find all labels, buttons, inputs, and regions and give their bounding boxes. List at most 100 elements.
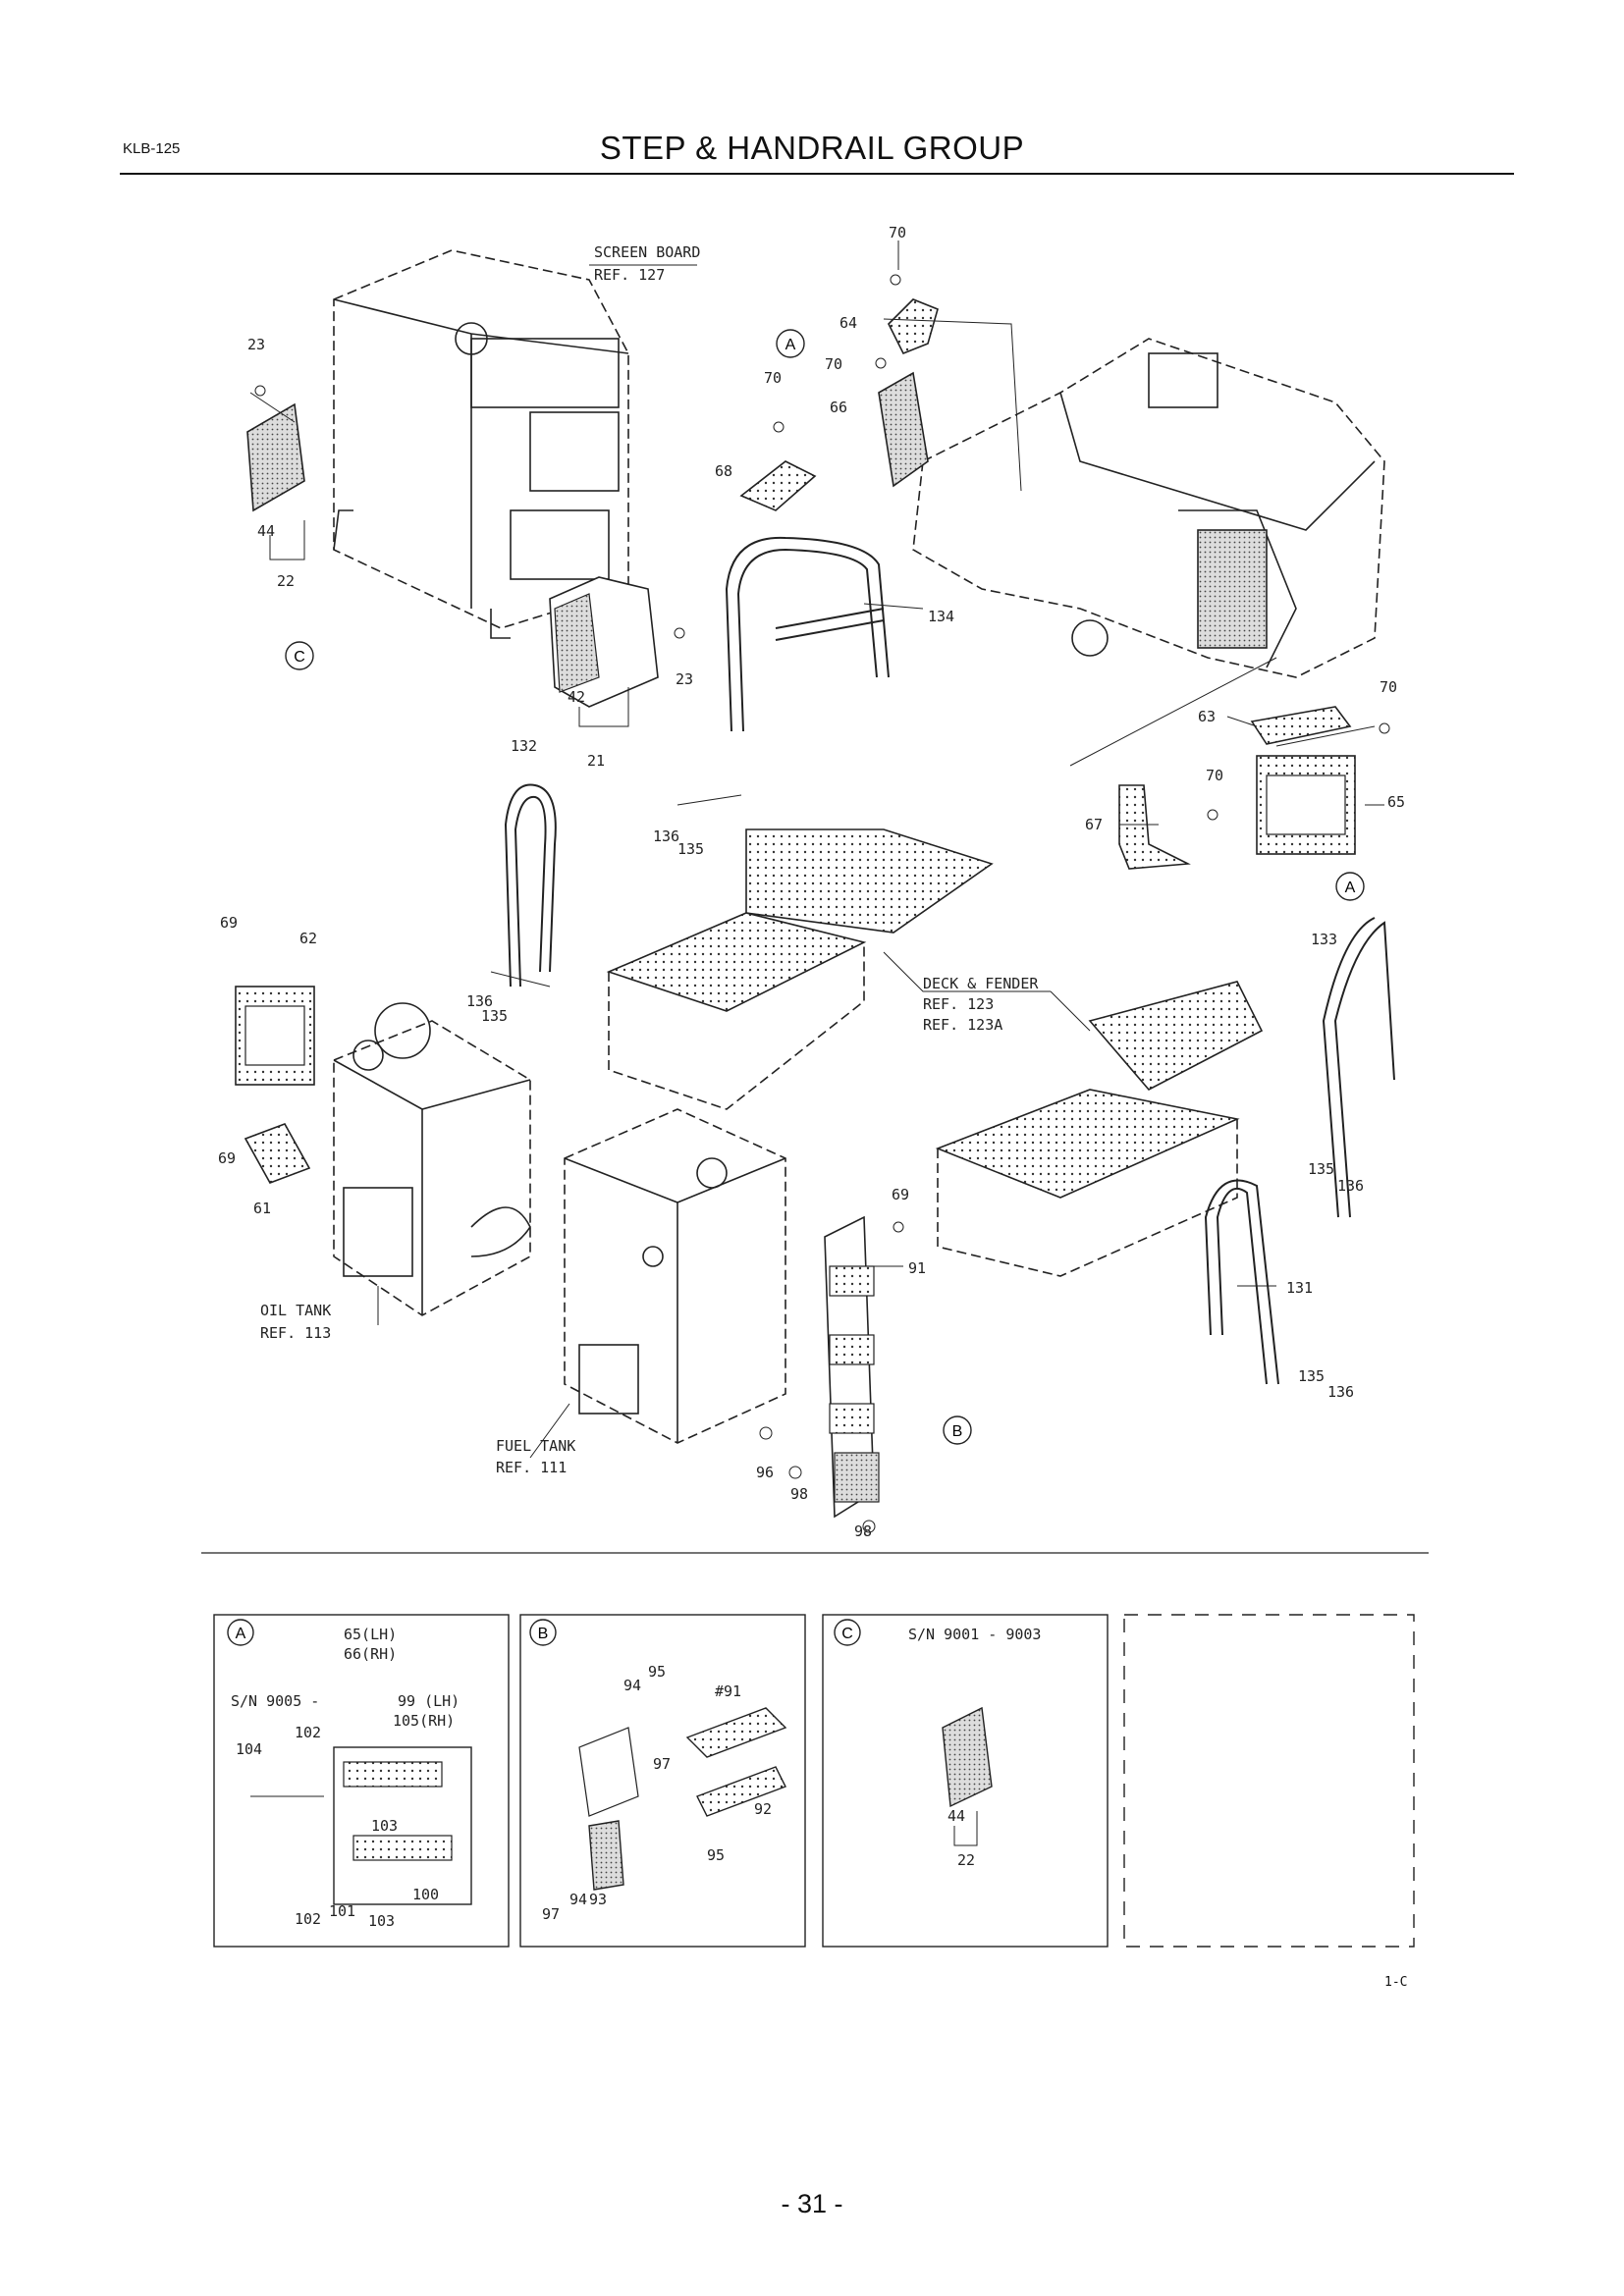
svg-text:66(RH): 66(RH) — [344, 1645, 397, 1663]
svg-text:OIL TANK: OIL TANK — [260, 1302, 331, 1319]
ref-fuel-tank: FUEL TANK REF. 111 — [496, 1437, 575, 1476]
view-marker-c: C — [285, 641, 314, 670]
svg-text:S/N 9005 -: S/N 9005 - — [231, 1692, 319, 1710]
svg-text:A: A — [1345, 880, 1356, 896]
svg-text:REF. 123A: REF. 123A — [923, 1016, 1002, 1034]
svg-text:63: 63 — [1198, 708, 1216, 725]
handrail-132 — [504, 783, 557, 988]
svg-text:70: 70 — [1380, 678, 1397, 696]
step-67 — [1118, 784, 1218, 870]
svg-text:21: 21 — [587, 752, 605, 770]
svg-text:64: 64 — [839, 314, 857, 332]
svg-text:23: 23 — [676, 670, 693, 688]
view-marker-a-lower: A — [1335, 872, 1365, 901]
svg-text:66: 66 — [830, 399, 847, 416]
svg-text:105(RH): 105(RH) — [393, 1712, 455, 1730]
svg-text:94: 94 — [569, 1891, 587, 1908]
ladder-91 — [759, 1215, 904, 1533]
view-marker-b: B — [943, 1415, 972, 1445]
svg-text:70: 70 — [825, 355, 842, 373]
svg-text:95: 95 — [707, 1846, 725, 1864]
callout-numbers: 70 64 70 70 66 68 23 44 22 134 42 21 23 … — [218, 224, 1405, 1540]
svg-text:61: 61 — [253, 1200, 271, 1217]
detail-c-panel: C S/N 9001 - 9003 44 22 — [822, 1614, 1109, 1948]
svg-text:23: 23 — [247, 336, 265, 353]
svg-text:132: 132 — [511, 737, 537, 755]
svg-text:C: C — [841, 1626, 853, 1642]
svg-text:70: 70 — [764, 369, 782, 387]
step-65 — [1256, 755, 1356, 855]
svg-text:69: 69 — [892, 1186, 909, 1203]
svg-text:91: 91 — [908, 1259, 926, 1277]
detail-b-panel: B #91 95 94 97 92 95 97 94 93 — [519, 1614, 806, 1948]
leader-lines — [249, 240, 1384, 1459]
deck-lower — [935, 981, 1264, 1277]
svg-text:A: A — [785, 337, 796, 353]
svg-text:136: 136 — [653, 828, 679, 845]
svg-text:131: 131 — [1286, 1279, 1313, 1297]
svg-text:65: 65 — [1387, 793, 1405, 811]
step-68 — [739, 421, 817, 511]
svg-text:103: 103 — [371, 1817, 398, 1835]
svg-text:98: 98 — [854, 1522, 872, 1540]
svg-text:102: 102 — [295, 1910, 321, 1928]
svg-text:133: 133 — [1311, 931, 1337, 948]
ref-deck-fender: DECK & FENDER REF. 123 REF. 123A — [923, 975, 1039, 1034]
svg-text:B: B — [952, 1423, 963, 1440]
svg-text:REF. 113: REF. 113 — [260, 1324, 331, 1342]
page-number: - 31 - — [781, 2189, 843, 2218]
deck-upper — [606, 828, 994, 1110]
svg-text:135: 135 — [1308, 1160, 1334, 1178]
empty-detail-panel — [1123, 1614, 1415, 1948]
svg-text:92: 92 — [754, 1800, 772, 1818]
svg-text:136: 136 — [1337, 1177, 1364, 1195]
page-title: STEP & HANDRAIL GROUP — [599, 130, 1025, 166]
svg-text:B: B — [538, 1626, 549, 1642]
sheet-code: 1-C — [1384, 1975, 1408, 1990]
svg-text:22: 22 — [277, 572, 295, 590]
svg-text:136: 136 — [1327, 1383, 1354, 1401]
svg-text:REF. 123: REF. 123 — [923, 995, 994, 1013]
svg-text:DECK & FENDER: DECK & FENDER — [923, 975, 1039, 992]
plate-21 — [549, 576, 685, 708]
svg-text:C: C — [294, 649, 305, 666]
svg-text:99 (LH): 99 (LH) — [398, 1692, 460, 1710]
step-62 — [235, 986, 315, 1086]
svg-text:135: 135 — [1298, 1367, 1325, 1385]
svg-text:62: 62 — [299, 930, 317, 947]
svg-text:70: 70 — [1206, 767, 1223, 784]
svg-text:135: 135 — [481, 1007, 508, 1025]
svg-text:93: 93 — [589, 1891, 607, 1908]
svg-text:FUEL TANK: FUEL TANK — [496, 1437, 575, 1455]
svg-text:100: 100 — [412, 1886, 439, 1903]
svg-text:65(LH): 65(LH) — [344, 1626, 397, 1643]
oil-tank — [333, 1002, 531, 1316]
svg-text:REF. 127: REF. 127 — [594, 266, 665, 284]
svg-text:44: 44 — [947, 1807, 965, 1825]
svg-text:69: 69 — [220, 914, 238, 932]
svg-text:98: 98 — [790, 1485, 808, 1503]
ref-oil-tank: OIL TANK REF. 113 — [260, 1302, 331, 1342]
svg-text:136: 136 — [466, 992, 493, 1010]
svg-text:70: 70 — [889, 224, 906, 241]
svg-text:103: 103 — [368, 1912, 395, 1930]
svg-text:67: 67 — [1085, 816, 1103, 833]
svg-text:104: 104 — [236, 1740, 262, 1758]
document-code: KLB-125 — [123, 140, 181, 157]
step-63 — [1250, 706, 1390, 745]
svg-text:101: 101 — [329, 1902, 355, 1920]
handrail-131 — [1204, 1179, 1279, 1385]
svg-text:S/N 9001 - 9003: S/N 9001 - 9003 — [908, 1626, 1041, 1643]
ref-screen-board: SCREEN BOARD REF. 127 — [594, 243, 700, 284]
plate-22-upper — [246, 385, 305, 512]
step-64 — [888, 274, 939, 355]
step-61 — [244, 1123, 311, 1184]
svg-text:68: 68 — [715, 462, 732, 480]
handrail-133 — [1322, 917, 1395, 1218]
handrail-134 — [725, 536, 890, 732]
svg-text:95: 95 — [648, 1663, 666, 1681]
svg-text:SCREEN BOARD: SCREEN BOARD — [594, 243, 700, 261]
step-66 — [875, 357, 929, 488]
svg-text:A: A — [236, 1626, 246, 1642]
